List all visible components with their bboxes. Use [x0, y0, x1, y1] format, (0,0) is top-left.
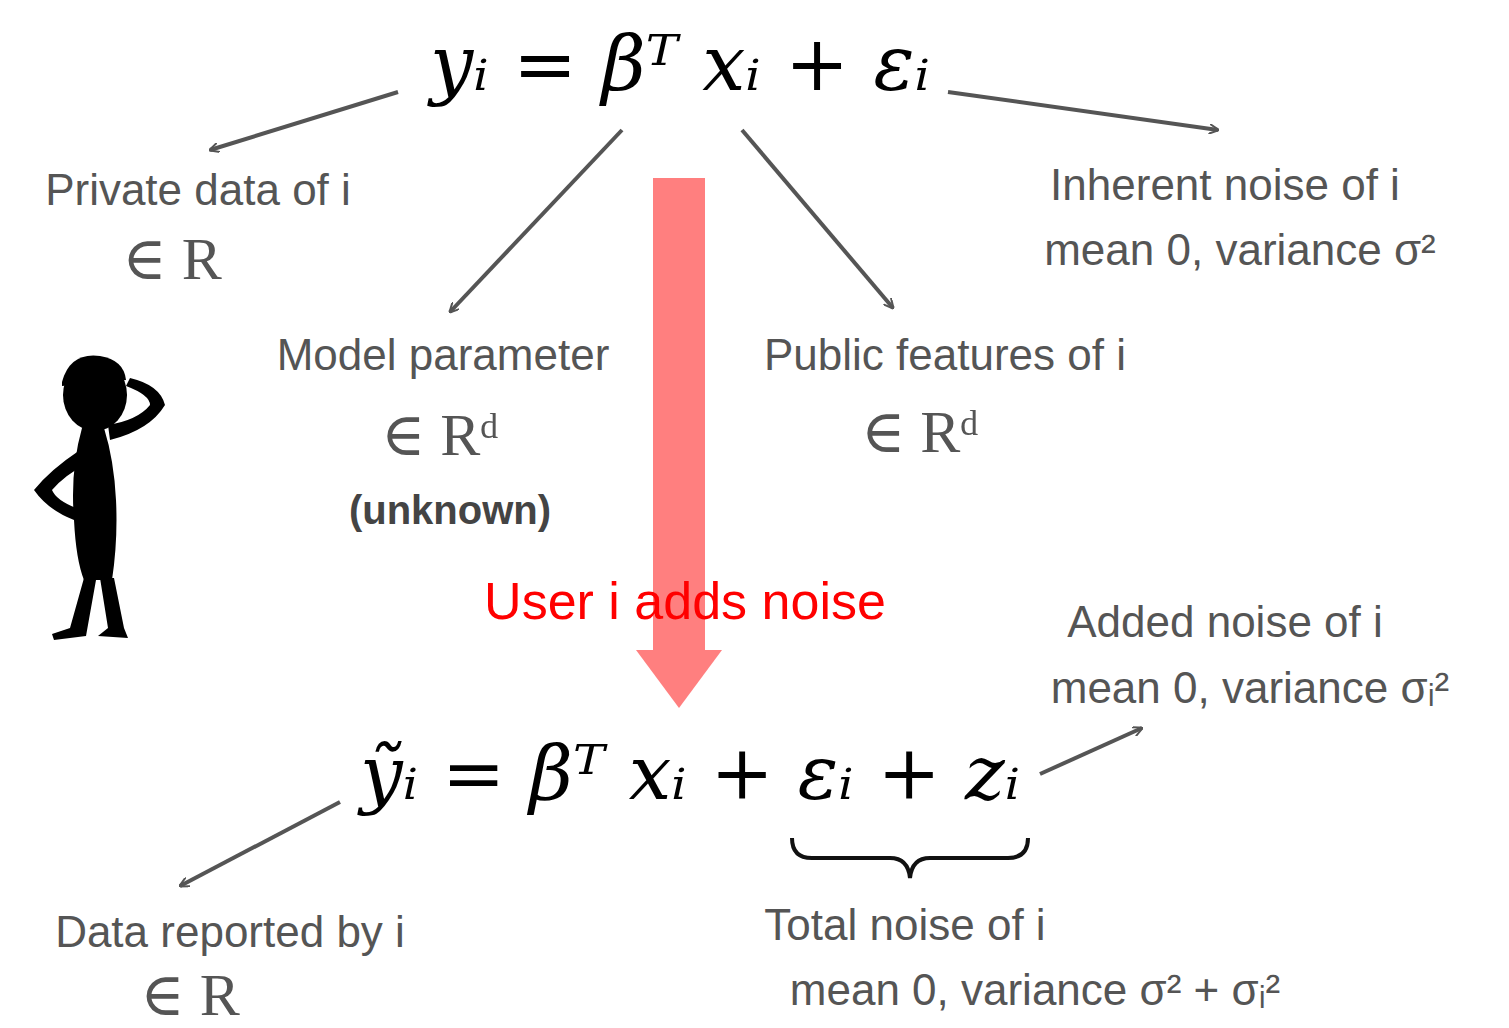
annotation: Private data of i: [45, 164, 351, 217]
step-label: User i adds noise: [484, 572, 886, 632]
annotation: mean 0, variance σ²: [1044, 224, 1436, 277]
set-label: ∈ R: [140, 965, 239, 1025]
annotation-note: (unknown): [349, 486, 551, 534]
annotation: Data reported by i: [55, 906, 405, 959]
leader-line: [742, 130, 893, 308]
annotation: Model parameter: [277, 329, 610, 382]
leader-line: [210, 92, 398, 150]
set-label: ∈ Rᵈ: [861, 402, 979, 462]
annotation: Public features of i: [764, 329, 1126, 382]
person-figure: [34, 356, 165, 640]
annotation: Total noise of i: [764, 899, 1045, 952]
annotation: mean 0, variance σᵢ²: [1051, 662, 1449, 715]
leader-line: [450, 130, 622, 312]
annotation: Added noise of i: [1067, 596, 1383, 649]
set-label: ∈ R: [122, 229, 221, 289]
leader-line: [180, 802, 340, 886]
brace: [792, 838, 1028, 878]
annotation: Inherent noise of i: [1050, 159, 1400, 212]
leader-line: [948, 92, 1218, 130]
set-label: ∈ Rᵈ: [381, 405, 499, 465]
equation: ỹᵢ = βᵀ xᵢ + εᵢ + zᵢ: [360, 732, 1020, 815]
equation: yᵢ = βᵀ xᵢ + εᵢ: [430, 22, 930, 106]
annotation: mean 0, variance σ² + σᵢ²: [790, 964, 1280, 1017]
leader-line: [1040, 728, 1142, 774]
